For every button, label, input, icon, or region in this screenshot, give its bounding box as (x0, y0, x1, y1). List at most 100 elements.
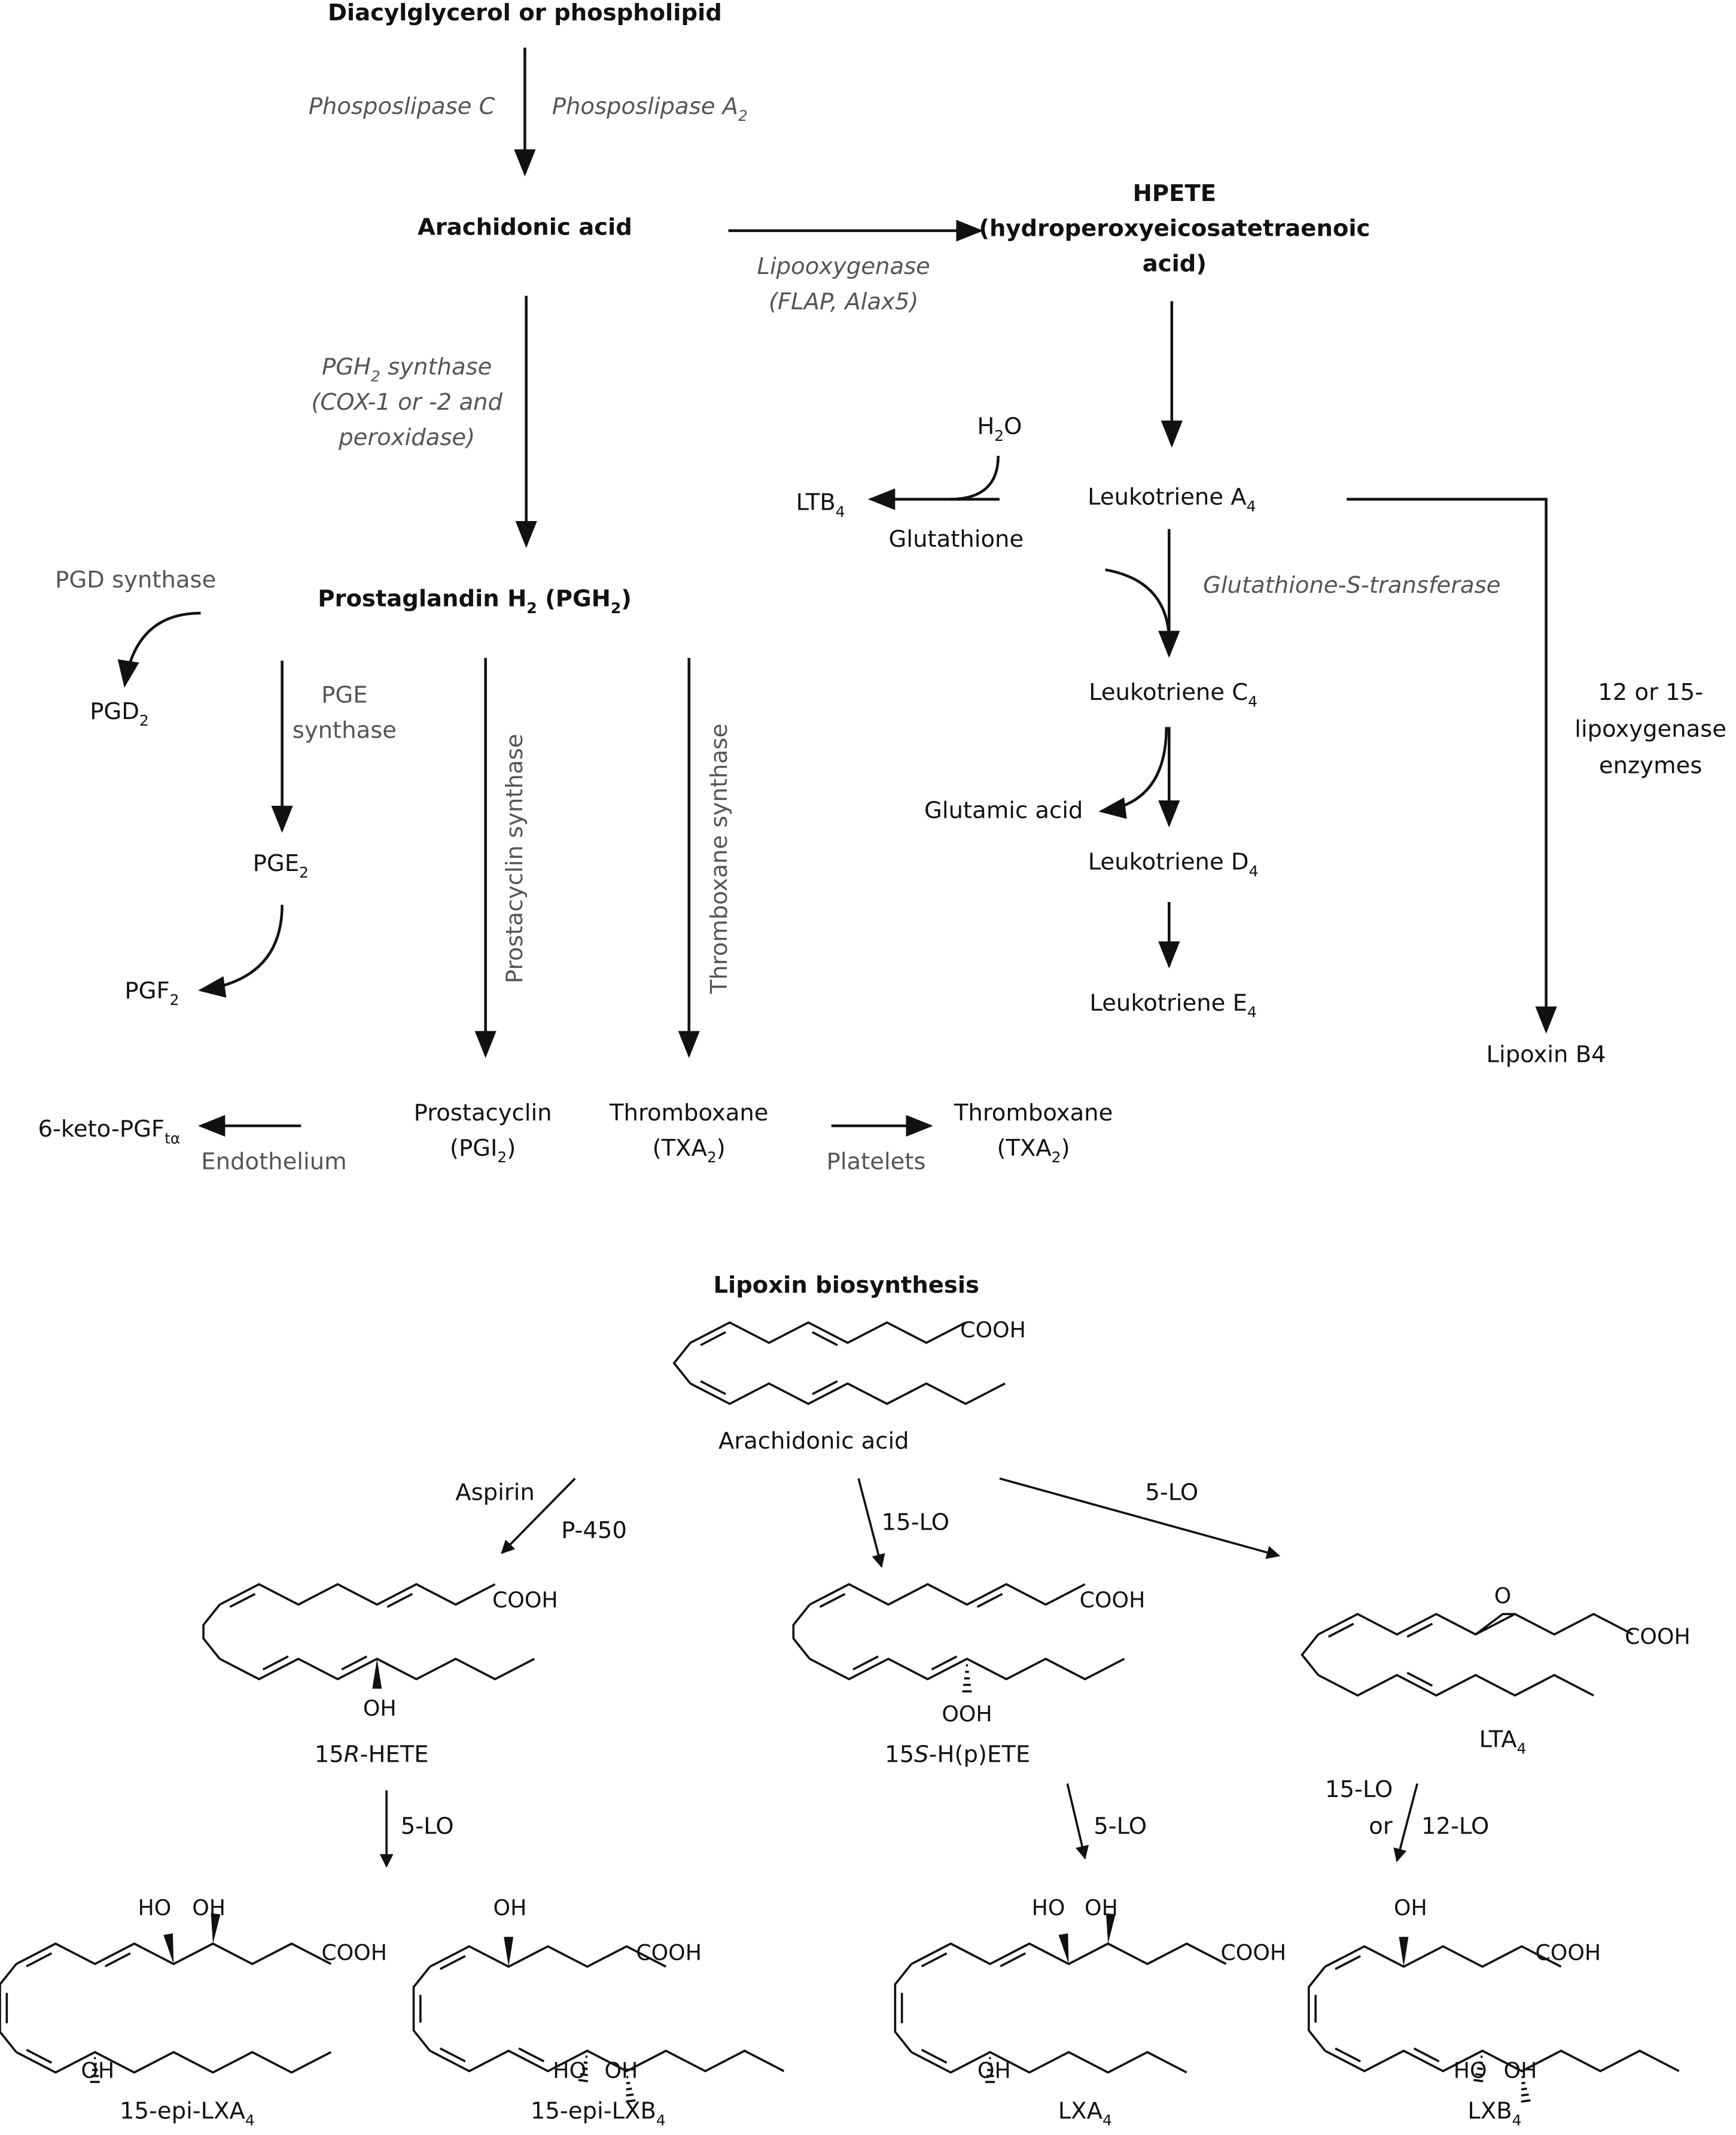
double-bond (1406, 1671, 1433, 1687)
platelets-label: Platelets (827, 1149, 926, 1175)
carbon-chain-upper (16, 1942, 332, 1966)
thromboxane-node-abbr: (TXA2) (653, 1135, 726, 1166)
hpete-ooh-label: OOH (942, 1701, 992, 1726)
carbon-chain-link (672, 1342, 692, 1384)
pge2-node: PGE2 (253, 850, 309, 881)
lxa4-structure (894, 1913, 1227, 2084)
stereo-wedge (1105, 1913, 1116, 1944)
lipoxin-b4-node: Lipoxin B4 (1487, 1041, 1606, 1068)
stereo-hash (578, 2079, 588, 2082)
double-bond (1000, 1952, 1027, 1968)
epi-lxa4-oh: OH (192, 1895, 226, 1920)
double-bond (26, 2048, 53, 2064)
or-label: or (1369, 1813, 1393, 1839)
carbon-chain-lower (690, 1382, 1006, 1405)
carbon-chain-link (894, 1963, 912, 2053)
hpete-cooh-label: COOH (1080, 1587, 1146, 1613)
double-bond (700, 1380, 726, 1396)
stereo-hash (1521, 2087, 1527, 2091)
double-bond (921, 2048, 948, 2064)
15-epi-lxa4-structure (0, 1913, 332, 2084)
double-bond (262, 1655, 289, 1671)
h2o-label: H2O (977, 413, 1022, 444)
top-arrows (117, 47, 1557, 1137)
double-bond (819, 1592, 846, 1608)
lta4-label: LTA4 (1479, 1726, 1527, 1757)
carbon-chain-lower (16, 2051, 332, 2074)
stereo-hash (626, 2093, 634, 2097)
lipoxygenase-enzymes-label: 12 or 15- (1598, 679, 1703, 706)
pgd-synthase-label: PGD synthase (55, 567, 216, 593)
epi-lxa4-cooh: COOH (321, 1939, 387, 1965)
hete-cooh-label: COOH (492, 1587, 558, 1613)
leukotriene-a4-node: Leukotriene A4 (1088, 484, 1256, 515)
carbon-chain-lower (1317, 1674, 1594, 1697)
carbon-chain-lower (1324, 2049, 1680, 2073)
carbon-chain-link (792, 1604, 811, 1660)
aspirin-label: Aspirin (455, 1479, 535, 1506)
double-bond (1406, 1622, 1433, 1638)
glutathione-label: Glutathione (889, 526, 1024, 553)
epi-lxa4-label: 15-epi-LXA4 (120, 2098, 255, 2129)
double-bond (1327, 1622, 1354, 1638)
carbon-chain-link (0, 1963, 17, 2053)
stereo-hash (1521, 2081, 1525, 2085)
stereo-wedge (211, 1913, 221, 1944)
glutamic-acid-label: Glutamic acid (924, 797, 1083, 824)
epi-lxb4-cooh: COOH (636, 1939, 702, 1965)
double-bond (518, 2047, 545, 2063)
lxa4-oh-bottom: OH (977, 2058, 1011, 2084)
5lo-label-1: 5-LO (1145, 1479, 1198, 1506)
leukotriene-c4-node: Leukotriene C4 (1089, 679, 1257, 710)
15lo-label-1: 15-LO (882, 1509, 949, 1536)
15s-hpete-structure (792, 1583, 1125, 1693)
15r-hete-structure (202, 1583, 535, 1689)
double-bond (1413, 2047, 1440, 2063)
phospholipase-a2-label: Phosposlipase A2 (552, 93, 748, 124)
thromboxane-platelet-node-abbr: (TXA2) (997, 1135, 1070, 1166)
stereo-wedge (372, 1658, 382, 1689)
double-bond (976, 1592, 1003, 1608)
arrow-pge2-to-pgf2 (198, 904, 284, 998)
epi-lxb4-oh: OH (494, 1895, 527, 1920)
12lo-label: 12-LO (1421, 1813, 1489, 1839)
prostacyclin-node-abbr: (PGI2) (450, 1135, 516, 1166)
carbon-chain-lower (910, 2051, 1187, 2074)
phospholipase-c-label: Phosposlipase C (309, 93, 495, 120)
lxb4-oh: OH (1394, 1895, 1427, 1920)
double-bond (341, 1655, 368, 1671)
stereo-hash (626, 2099, 636, 2103)
pge-synthase-label-line2: synthase (293, 717, 397, 744)
carbon-chain-upper (910, 1942, 1227, 1966)
lipoxygenase-enzymes-label-line3: enzymes (1599, 753, 1702, 779)
double-bond (931, 1655, 958, 1671)
carbon-chain-lower (429, 2049, 785, 2073)
pgh2-node: Prostaglandin H2 (PGH2) (318, 586, 632, 617)
arrow-lta4-to-lipoxin-b4 (1347, 498, 1557, 1034)
arrow-aa-to-15r-hete (501, 1478, 576, 1554)
lta4-structure (1301, 1613, 1634, 1697)
lxa4-ho: HO (1032, 1895, 1065, 1920)
thromboxane-synthase-label: Thromboxane synthase (706, 723, 733, 994)
carbon-chain-upper (219, 1583, 496, 1606)
stereo-hash (626, 2081, 631, 2085)
arrow-pgh2-to-pgd2 (117, 611, 201, 688)
pgd2-node: PGD2 (90, 698, 149, 729)
lxa4-cooh: COOH (1220, 1939, 1286, 1965)
thromboxane-platelet-node: Thromboxane (954, 1100, 1113, 1126)
aa-cooh-label: COOH (960, 1317, 1026, 1343)
lta4-cooh-label: COOH (1625, 1624, 1691, 1649)
arrow-aa-to-15s-hpete (857, 1478, 885, 1568)
epi-lxb4-ho-bottom: HO (553, 2058, 586, 2084)
double-bond (1335, 2047, 1361, 2063)
stereo-hash (580, 2073, 588, 2076)
carbon-chain-link (412, 1966, 431, 2052)
chemical-structures (0, 1321, 1680, 2103)
hpete-node: HPETE (1133, 180, 1216, 207)
arrow-lta4-to-lxb4 (1393, 1783, 1418, 1862)
pgh2-synthase-label-line2: (COX-1 or -2 and (311, 389, 502, 416)
double-bond (104, 1952, 131, 1968)
carbon-chain-upper (429, 1945, 667, 1968)
hpete-node-line2: (hydroperoxyeicosatetraenoic (979, 215, 1370, 242)
lxb4-cooh: COOH (1535, 1939, 1601, 1965)
